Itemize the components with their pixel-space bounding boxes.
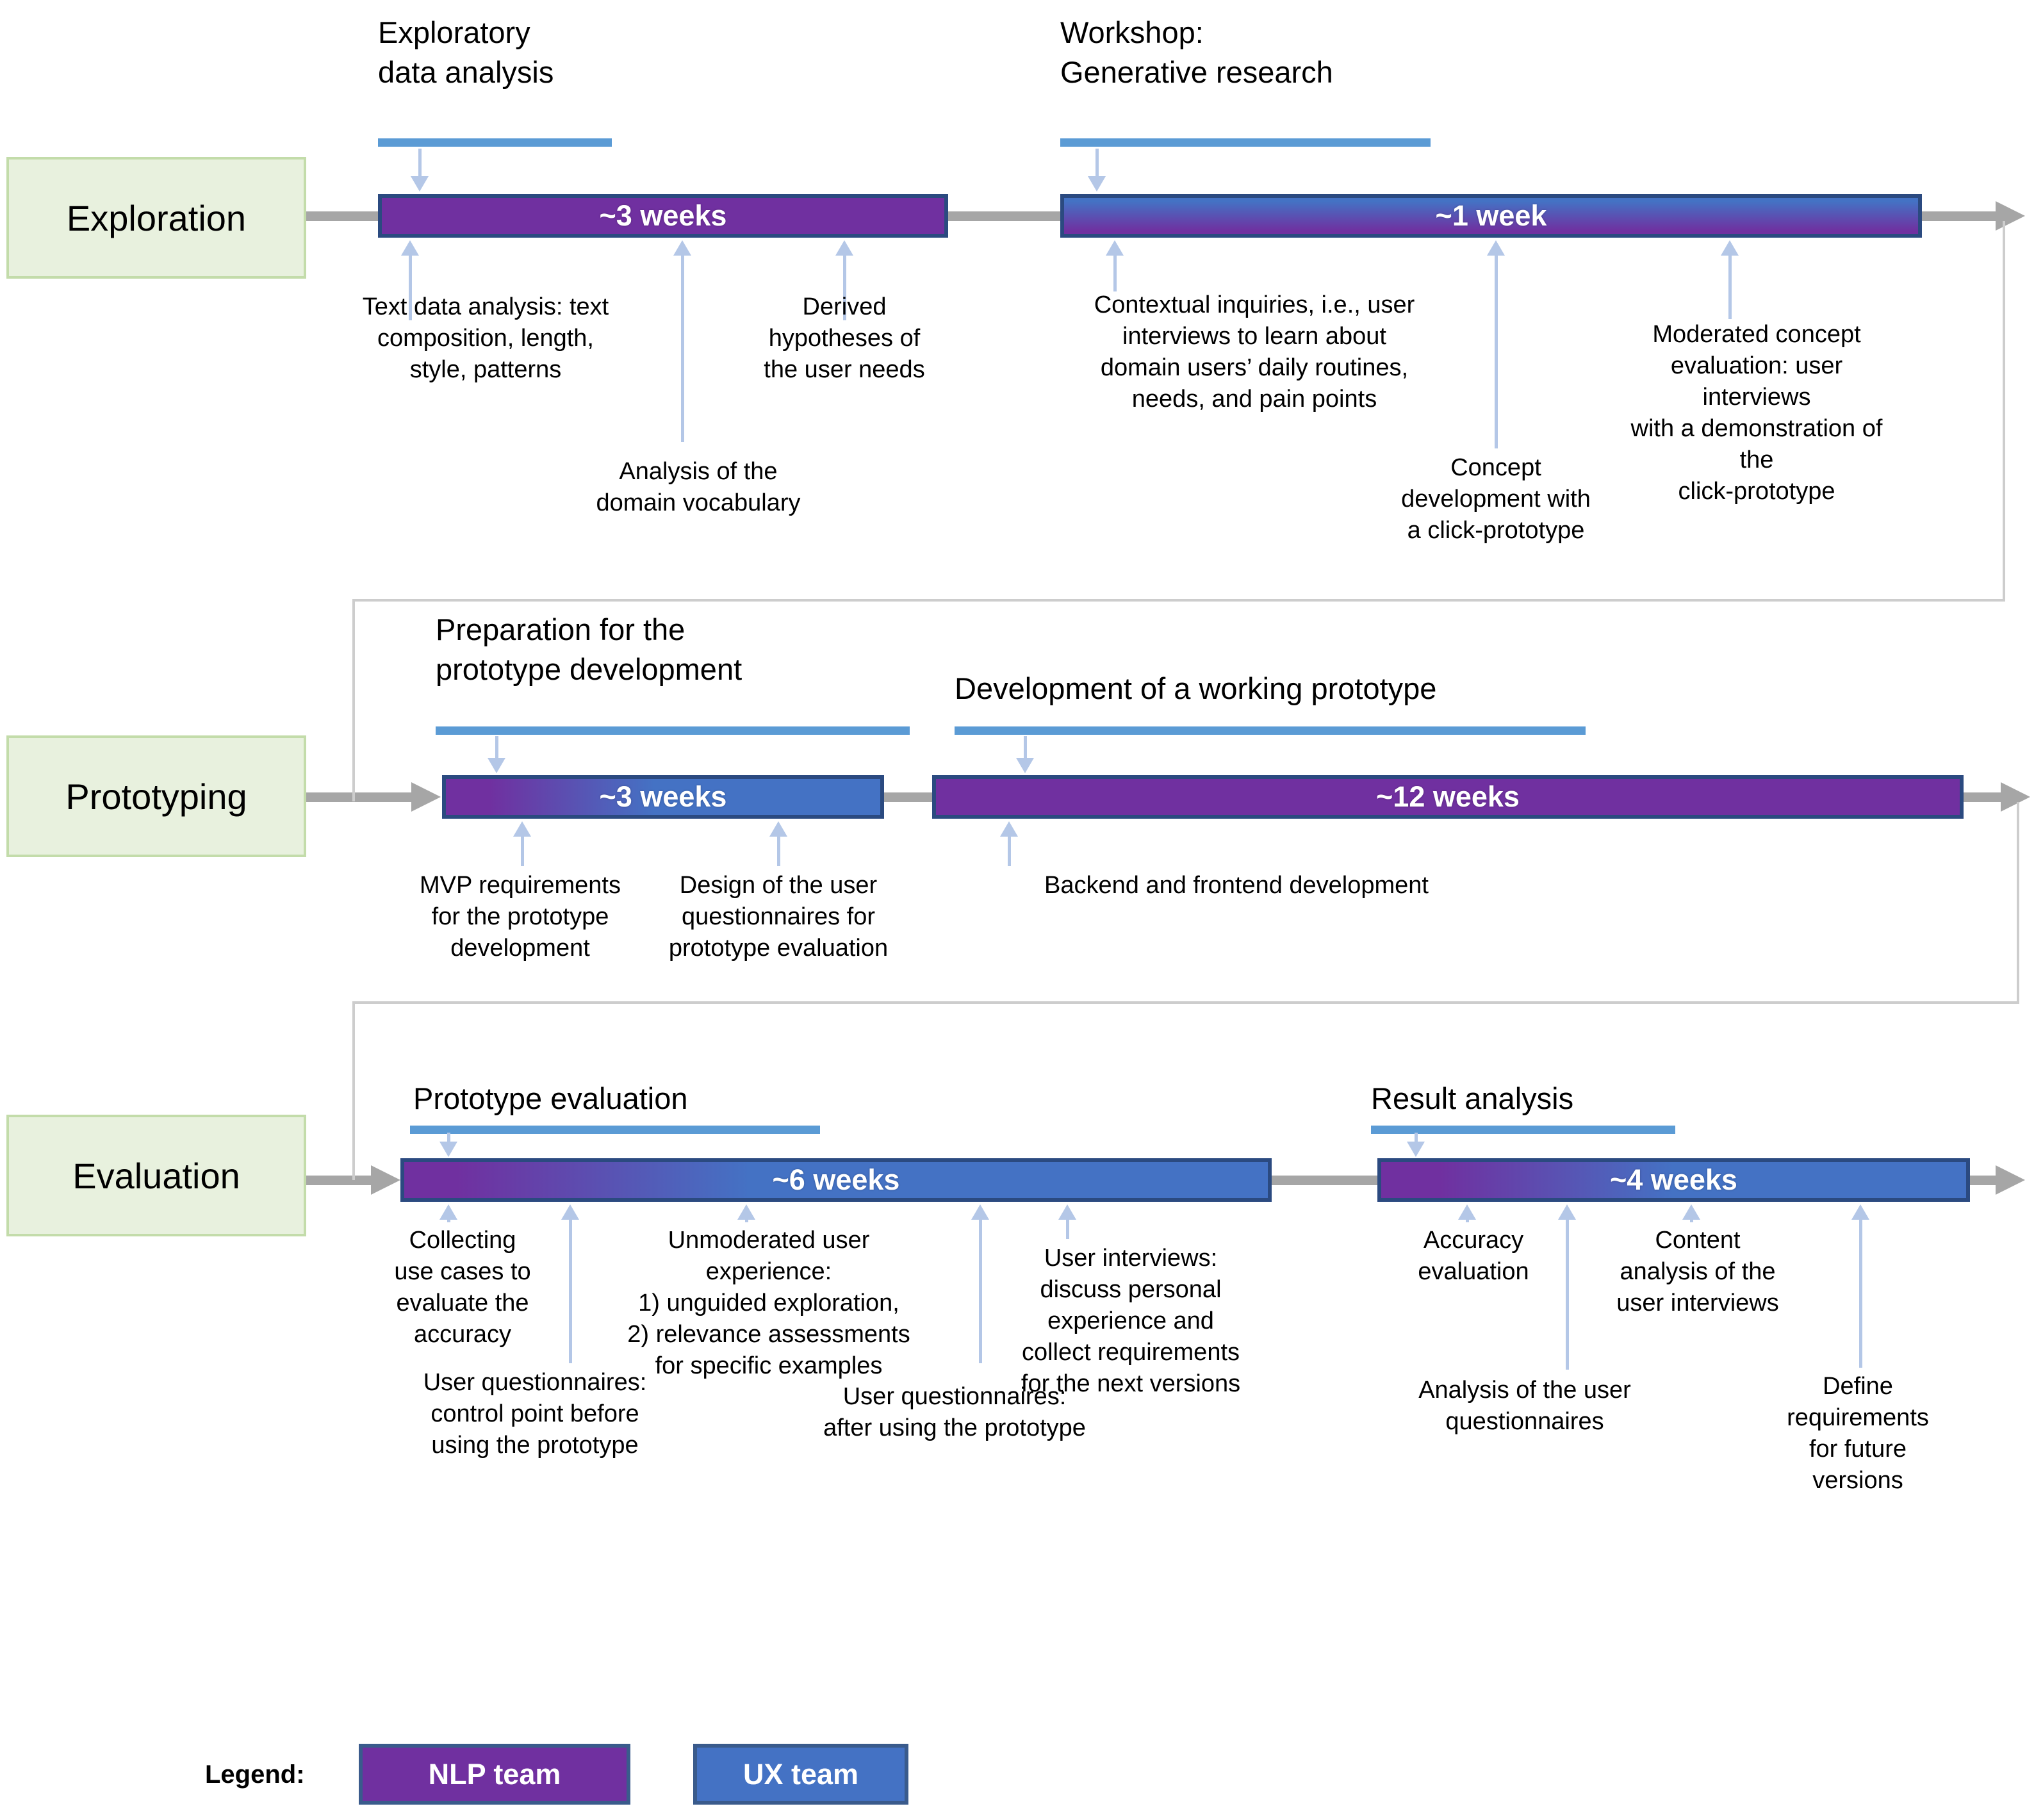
annotation-mvp-requirements: MVP requirements for the prototype devel… bbox=[420, 872, 621, 962]
arrow-up-icon bbox=[737, 1204, 755, 1222]
bar-result-analysis: ~4 weeks bbox=[1377, 1158, 1970, 1202]
arrow-up-icon bbox=[561, 1204, 579, 1363]
arrow-down-icon bbox=[1088, 149, 1106, 192]
arrow-up-icon bbox=[439, 1204, 457, 1222]
arrow-up-icon bbox=[1058, 1204, 1076, 1239]
annotation-questionnaires-control-point: User questionnaires: control point befor… bbox=[423, 1369, 647, 1459]
arrow-up-icon bbox=[673, 240, 691, 442]
annotation-concept-development: Concept development with a click-prototy… bbox=[1401, 454, 1591, 544]
arrow-down-icon bbox=[1407, 1133, 1425, 1157]
annotation-unmoderated-user-experience: Unmoderated user experience: 1) unguided… bbox=[627, 1227, 910, 1379]
annotation-user-interviews: User interviews: discuss personal experi… bbox=[1021, 1245, 1241, 1397]
timeline-arrowhead bbox=[2001, 782, 2030, 812]
arrow-up-icon bbox=[1851, 1204, 1869, 1368]
timeline-segment bbox=[1970, 1176, 1997, 1185]
timeline-segment bbox=[1922, 211, 1997, 221]
timeline-segment bbox=[948, 211, 1060, 221]
annotation-domain-vocabulary: Analysis of the domain vocabulary bbox=[596, 458, 801, 516]
annotation-design-questionnaires: Design of the user questionnaires for pr… bbox=[668, 872, 889, 962]
connector-line bbox=[352, 599, 355, 801]
arrow-up-icon bbox=[769, 821, 787, 866]
connector-line bbox=[352, 1001, 355, 1180]
phase-box-prototyping: Prototyping bbox=[6, 735, 306, 857]
legend-label: Legend: bbox=[205, 1760, 305, 1789]
arrow-up-icon bbox=[1106, 240, 1124, 291]
arrow-down-icon bbox=[439, 1133, 457, 1157]
arrow-up-icon bbox=[835, 240, 853, 320]
title-underline bbox=[436, 726, 910, 735]
annotation-moderated-concept-evaluation: Moderated concept evaluation: user inter… bbox=[1630, 321, 1883, 505]
timeline-segment bbox=[884, 792, 932, 802]
bar-workshop-generative-research: ~1 week bbox=[1060, 194, 1922, 238]
legend-swatch-ux-team: UX team bbox=[693, 1744, 908, 1805]
timeline-segment bbox=[306, 1176, 372, 1185]
annotation-backend-frontend: Backend and frontend development bbox=[1044, 872, 1429, 899]
annotation-text-data-analysis: Text data analysis: text composition, le… bbox=[362, 293, 609, 383]
arrow-down-icon bbox=[411, 149, 429, 192]
phase-box-evaluation: Evaluation bbox=[6, 1115, 306, 1236]
connector-line bbox=[2017, 802, 2019, 1004]
arrow-up-icon bbox=[1000, 821, 1018, 866]
timeline-segment bbox=[306, 792, 412, 802]
annotation-accuracy-evaluation: Accuracy evaluation bbox=[1418, 1227, 1529, 1285]
timeline-arrowhead bbox=[1996, 1165, 2025, 1195]
arrow-up-icon bbox=[401, 240, 419, 320]
timeline-arrowhead bbox=[371, 1165, 400, 1195]
title-underline bbox=[1060, 138, 1431, 147]
timeline-segment bbox=[1964, 792, 2002, 802]
arrow-up-icon bbox=[1487, 240, 1505, 448]
phase-box-exploration: Exploration bbox=[6, 157, 306, 279]
title-underline bbox=[955, 726, 1586, 735]
arrow-down-icon bbox=[488, 736, 505, 773]
title-workshop-generative-research: Workshop: Generative research bbox=[1060, 15, 1333, 89]
arrow-up-icon bbox=[1682, 1204, 1700, 1222]
arrow-down-icon bbox=[1016, 736, 1034, 773]
timeline-segment bbox=[1272, 1176, 1377, 1185]
bar-development-working-prototype: ~12 weeks bbox=[932, 775, 1964, 819]
annotation-content-analysis: Content analysis of the user interviews bbox=[1616, 1227, 1779, 1316]
bar-preparation-prototype-development: ~3 weeks bbox=[442, 775, 884, 819]
arrow-up-icon bbox=[971, 1204, 989, 1363]
title-result-analysis: Result analysis bbox=[1371, 1081, 1574, 1115]
title-development-working-prototype: Development of a working prototype bbox=[955, 671, 1437, 705]
arrow-up-icon bbox=[1458, 1204, 1476, 1222]
bar-prototype-evaluation: ~6 weeks bbox=[400, 1158, 1272, 1202]
title-prototype-evaluation: Prototype evaluation bbox=[413, 1081, 688, 1115]
annotation-collecting-use-cases: Collecting use cases to evaluate the acc… bbox=[394, 1227, 531, 1348]
annotation-define-requirements: Define requirements for future versions bbox=[1787, 1373, 1929, 1494]
timeline-arrowhead bbox=[1996, 201, 2025, 231]
legend-swatch-nlp-team: NLP team bbox=[359, 1744, 630, 1805]
connector-line bbox=[2003, 221, 2005, 602]
annotation-derived-hypotheses: Derived hypotheses of the user needs bbox=[764, 293, 925, 383]
title-underline bbox=[1371, 1126, 1675, 1134]
timeline-arrowhead bbox=[411, 782, 441, 812]
title-underline bbox=[410, 1126, 820, 1134]
arrow-up-icon bbox=[513, 821, 531, 866]
annotation-questionnaires-after: User questionnaires: after using the pro… bbox=[823, 1383, 1086, 1441]
annotation-analysis-questionnaires: Analysis of the user questionnaires bbox=[1418, 1377, 1631, 1435]
arrow-up-icon bbox=[1721, 240, 1739, 319]
bar-exploratory-data-analysis: ~3 weeks bbox=[378, 194, 948, 238]
connector-line bbox=[352, 1001, 2019, 1004]
annotation-contextual-inquiries: Contextual inquiries, i.e., user intervi… bbox=[1094, 291, 1415, 413]
title-underline bbox=[378, 138, 612, 147]
timeline-segment bbox=[306, 211, 378, 221]
title-preparation-prototype-development: Preparation for the prototype developmen… bbox=[436, 612, 743, 686]
arrow-up-icon bbox=[1558, 1204, 1576, 1370]
title-exploratory-data-analysis: Exploratory data analysis bbox=[378, 15, 554, 89]
connector-line bbox=[352, 599, 2005, 602]
